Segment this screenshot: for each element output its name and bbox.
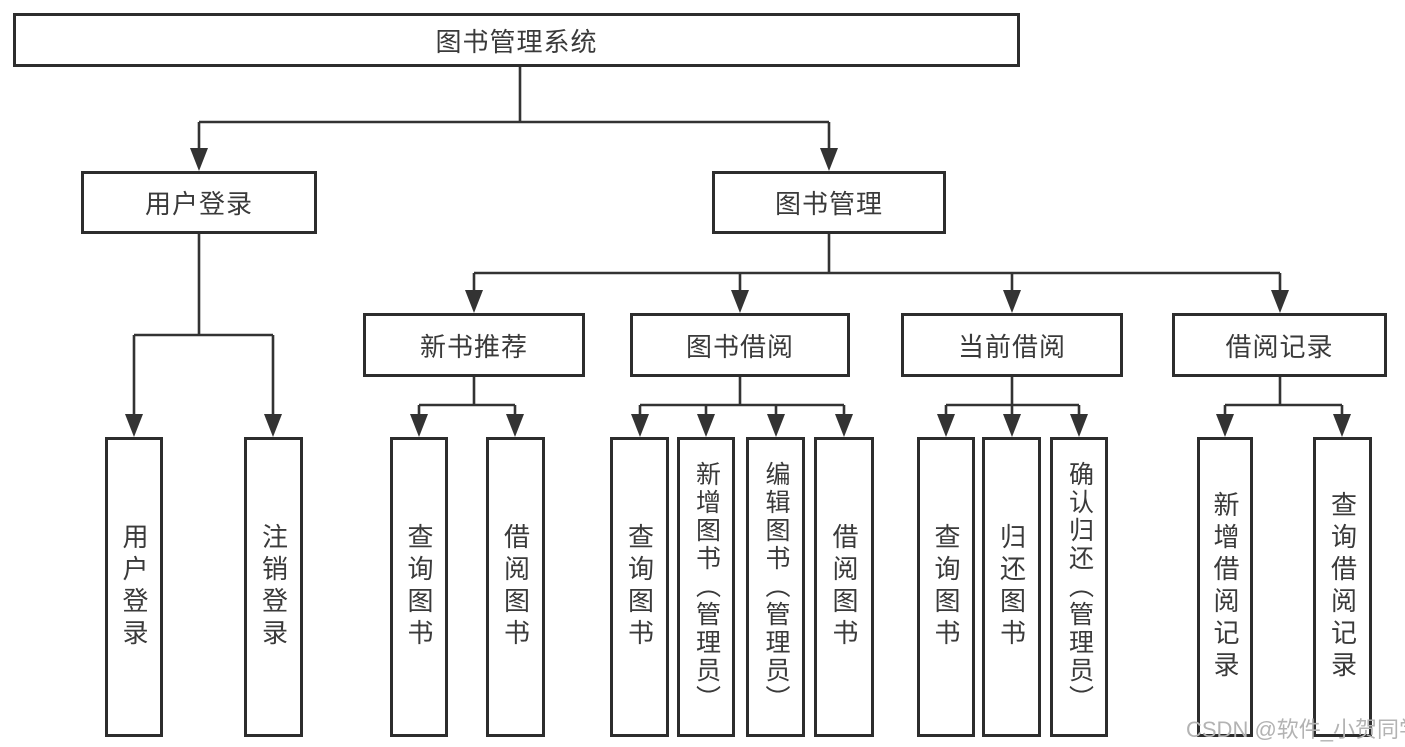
connector-record-to-leaves [1223, 377, 1344, 416]
leaf-borrow-book-1-label: 借阅图书 [500, 523, 531, 651]
leaf-return-book-label: 归还图书 [996, 523, 1027, 651]
leaf-query-book-3-label: 查询图书 [931, 523, 961, 651]
node-new-book-recommend-label: 新书推荐 [419, 331, 528, 362]
arrowhead [767, 414, 785, 437]
arrowhead [1333, 414, 1351, 437]
leaf-query-borrow-record: 查询借阅记录 [1313, 437, 1372, 737]
node-borrow-record: 借阅记录 [1172, 313, 1387, 377]
node-root-label: 图书管理系统 [435, 26, 598, 57]
arrowhead [410, 414, 428, 437]
arrowhead [1003, 290, 1021, 313]
leaf-borrow-book-2: 借阅图书 [814, 437, 874, 737]
node-new-book-recommend: 新书推荐 [363, 313, 585, 377]
leaf-add-book-admin: 新增图书（管理员） [677, 437, 735, 737]
leaf-confirm-return-admin-label: 确认归还（管理员） [1065, 461, 1094, 713]
connector-root-to-level1 [197, 67, 831, 150]
arrowhead [631, 414, 649, 437]
leaf-edit-book-admin-label: 编辑图书（管理员） [762, 461, 790, 713]
leaf-user-login: 用户登录 [105, 437, 163, 737]
csdn-watermark: CSDN @软件_小贺同学 [1186, 717, 1405, 742]
node-borrow-record-label: 借阅记录 [1225, 331, 1334, 362]
leaf-user-login-label: 用户登录 [119, 523, 149, 651]
node-user-login-label: 用户登录 [144, 189, 253, 219]
leaf-return-book: 归还图书 [982, 437, 1041, 737]
node-book-borrow-label: 图书借阅 [685, 331, 794, 362]
node-current-borrow-label: 当前借阅 [957, 331, 1066, 362]
node-user-login: 用户登录 [81, 171, 317, 234]
leaf-logout-label: 注销登录 [258, 523, 289, 651]
node-book-borrow: 图书借阅 [630, 313, 850, 377]
node-book-management-label: 图书管理 [774, 189, 883, 219]
arrowhead [937, 414, 955, 437]
leaf-add-book-admin-label: 新增图书（管理员） [692, 461, 721, 713]
arrowhead [1070, 414, 1088, 437]
node-book-management: 图书管理 [712, 171, 946, 234]
leaf-logout: 注销登录 [244, 437, 303, 737]
connector-current-to-leaves [944, 377, 1081, 416]
leaf-add-borrow-record-label: 新增借阅记录 [1210, 491, 1240, 683]
arrowhead [835, 414, 853, 437]
arrowhead [190, 148, 208, 171]
node-root: 图书管理系统 [13, 13, 1020, 67]
leaf-query-book-1: 查询图书 [390, 437, 448, 737]
leaf-edit-book-admin: 编辑图书（管理员） [746, 437, 805, 737]
arrowhead [1003, 414, 1021, 437]
leaf-query-borrow-record-label: 查询借阅记录 [1327, 491, 1358, 683]
arrowhead [1271, 290, 1289, 313]
arrowhead [697, 414, 715, 437]
arrowhead [465, 290, 483, 313]
leaf-query-book-2: 查询图书 [610, 437, 669, 737]
leaf-query-book-2-label: 查询图书 [624, 523, 655, 651]
leaf-query-book-1-label: 查询图书 [404, 523, 434, 651]
leaf-confirm-return-admin: 确认归还（管理员） [1050, 437, 1108, 737]
connector-user-login-to-leaves [132, 234, 275, 416]
connector-borrow-to-leaves [638, 377, 846, 416]
connector-newbook-to-leaves [417, 377, 517, 416]
arrowhead [1216, 414, 1234, 437]
leaf-borrow-book-2-label: 借阅图书 [829, 523, 859, 651]
connector-book-mgmt-to-level2 [472, 234, 1282, 291]
leaf-add-borrow-record: 新增借阅记录 [1197, 437, 1253, 737]
arrowhead [820, 148, 838, 171]
arrowhead [506, 414, 524, 437]
leaf-query-book-3: 查询图书 [917, 437, 975, 737]
node-current-borrow: 当前借阅 [901, 313, 1123, 377]
leaf-borrow-book-1: 借阅图书 [486, 437, 545, 737]
arrowhead [731, 290, 749, 313]
arrowhead [264, 414, 282, 437]
arrowhead [125, 414, 143, 437]
